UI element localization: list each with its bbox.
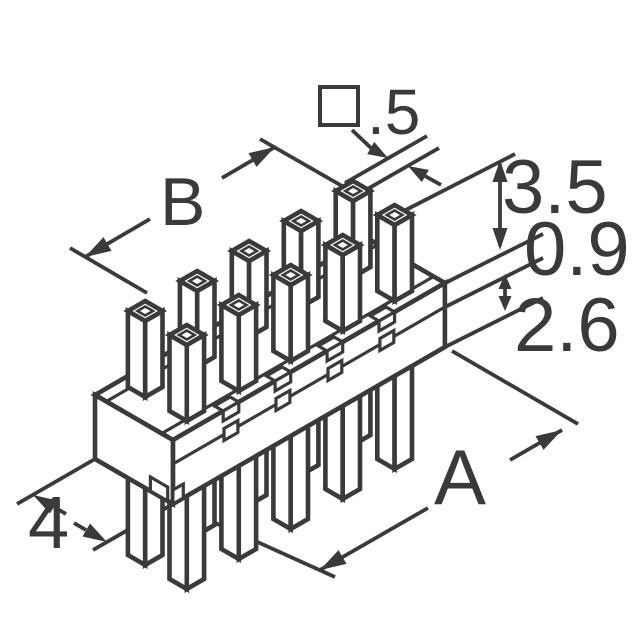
dimension-label-body-depth: 4	[28, 481, 70, 564]
pin-square-value: .5	[367, 76, 421, 148]
dimension-annotations	[16, 128, 579, 579]
square-symbol-icon	[318, 85, 360, 127]
dimension-label-pin-square: .5	[318, 80, 420, 144]
dimension-label-rim-offset: 0.9	[524, 207, 630, 292]
dimension-label-top-span: B	[160, 164, 206, 240]
dimension-label-overall-length: A	[434, 433, 487, 521]
dimension-label-body-height: 2.6	[514, 283, 620, 368]
dimension-label-pin-height: 3.5	[502, 145, 608, 230]
pin-header-part	[90, 178, 450, 593]
